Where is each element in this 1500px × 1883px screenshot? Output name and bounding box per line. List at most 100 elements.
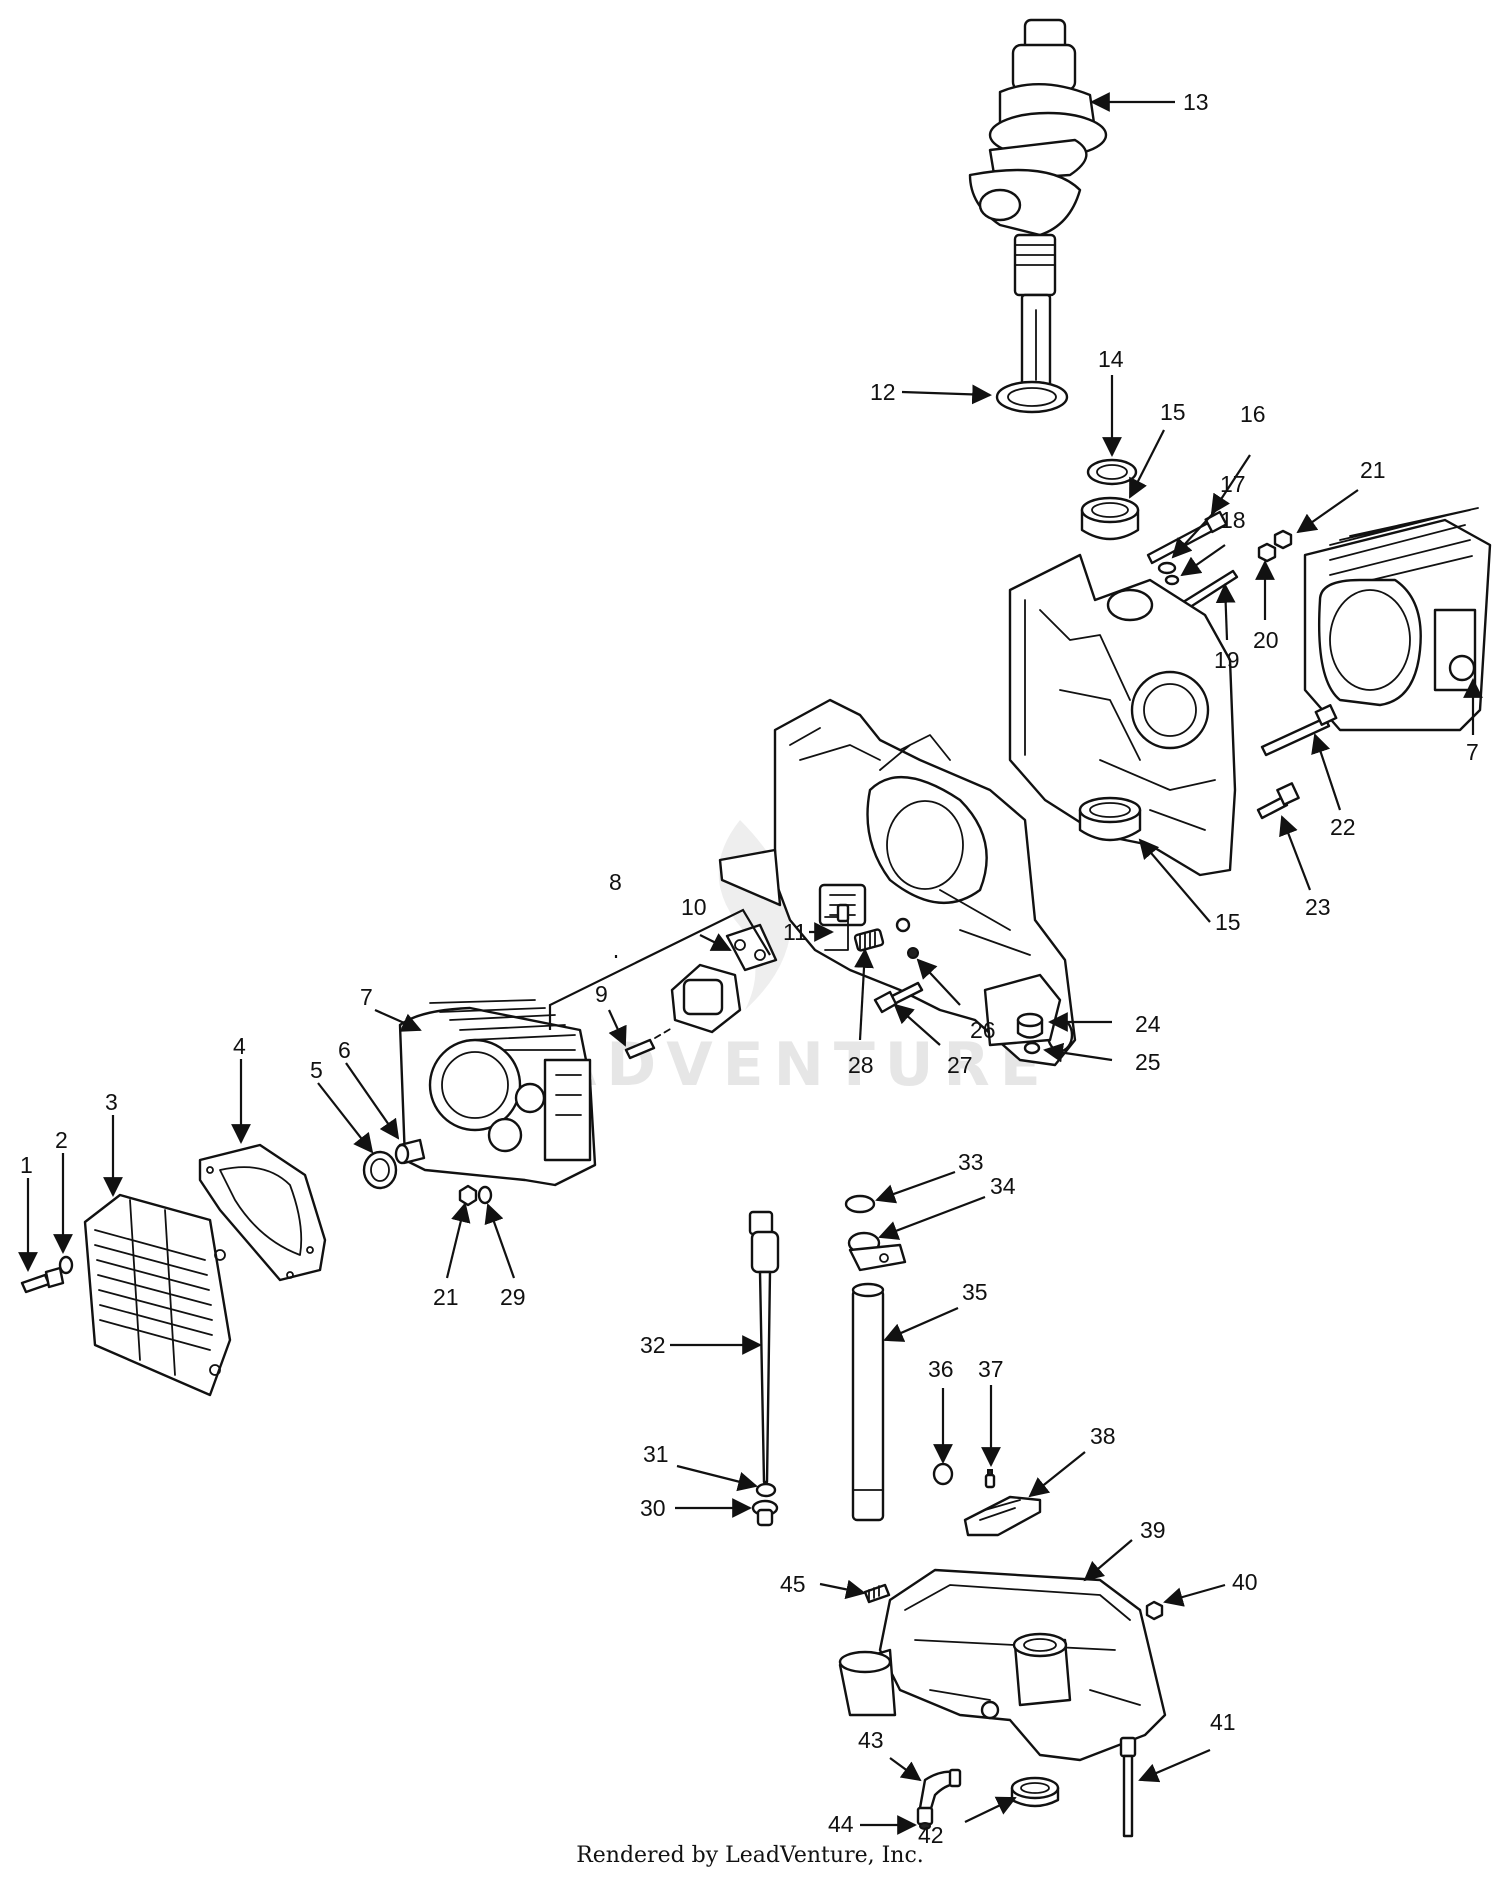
callout-10: 10	[681, 894, 707, 920]
part-10-gasket	[725, 923, 778, 972]
callout-2: 2	[55, 1127, 68, 1153]
callout-7-right: 7	[1466, 739, 1479, 765]
part-7-cylinder-right	[1303, 507, 1492, 732]
part-12-washer	[995, 380, 1069, 414]
part-23-bolt	[1256, 782, 1300, 820]
callout-19: 19	[1214, 647, 1240, 673]
part-24-cap	[1016, 1012, 1044, 1039]
part-5-ring	[362, 1150, 398, 1190]
callout-44: 44	[828, 1811, 854, 1837]
part-crankshaft	[968, 18, 1108, 392]
callout-15-top: 15	[1160, 399, 1186, 425]
callout-17: 17	[1220, 471, 1246, 497]
part-21-nut-left	[458, 1184, 478, 1207]
callout-34: 34	[990, 1173, 1016, 1199]
part-25-nut	[1023, 1041, 1041, 1055]
part-1-bolt	[20, 1266, 65, 1294]
part-40-plug	[1145, 1600, 1164, 1621]
callout-28: 28	[848, 1052, 874, 1078]
callout-16: 16	[1240, 401, 1266, 427]
part-9-screw	[624, 1027, 673, 1060]
callout-11: 11	[783, 919, 807, 945]
part-crankcase-rear	[1008, 553, 1237, 877]
callout-21-left: 21	[433, 1284, 459, 1310]
callout-35: 35	[962, 1279, 988, 1305]
part-15-bearing-top	[1080, 496, 1140, 541]
part-39-base	[838, 1568, 1167, 1762]
part-16-bolt	[1146, 510, 1228, 565]
callout-31: 31	[643, 1441, 669, 1467]
callout-45: 45	[780, 1571, 806, 1597]
callout-13: 13	[1183, 89, 1209, 115]
callout-37: 37	[978, 1356, 1004, 1382]
part-42-seal	[1010, 1776, 1060, 1808]
part-45-fitting	[863, 1583, 891, 1604]
callout-32: 32	[640, 1332, 666, 1358]
part-7-cylinder-left	[398, 999, 597, 1187]
callout-41: 41	[1210, 1709, 1236, 1735]
part-3-cylinder-head	[83, 1193, 232, 1397]
part-4-gasket	[198, 1143, 327, 1282]
callout-26: 26	[970, 1017, 996, 1043]
part-17-washer	[1157, 561, 1177, 575]
callout-24: 24	[1135, 1011, 1161, 1037]
part-26-plug	[907, 947, 919, 959]
callout-22: 22	[1330, 814, 1356, 840]
part-38-bracket	[963, 1495, 1042, 1537]
callout-8: 8	[609, 869, 622, 895]
callout-7-left: 7	[360, 984, 373, 1010]
part-30-plug	[751, 1499, 779, 1527]
callout-20: 20	[1253, 627, 1279, 653]
callout-33: 33	[958, 1149, 984, 1175]
part-37-pin	[984, 1469, 996, 1489]
callout-12: 12	[870, 379, 896, 405]
part-18-pin	[1164, 574, 1180, 586]
callout-labels: 1 2 3 4 5 6 7 8 9 10 11 12 13 14 15 16 1…	[20, 89, 1479, 1848]
part-15-bearing-lower	[1078, 796, 1142, 842]
part-11-bracket	[824, 903, 850, 951]
part-33-oring	[844, 1194, 876, 1214]
part-29-washer	[477, 1185, 493, 1205]
part-28-fitting	[853, 928, 885, 952]
part-35-tube	[851, 1282, 885, 1522]
callout-15-lower: 15	[1215, 909, 1241, 935]
part-36-nut	[932, 1462, 954, 1486]
callout-42: 42	[918, 1822, 944, 1848]
callout-27: 27	[947, 1052, 973, 1078]
callout-14: 14	[1098, 346, 1124, 372]
callout-21-top: 21	[1360, 457, 1386, 483]
leader-lines	[18, 92, 1483, 1835]
part-2-washer	[58, 1255, 74, 1275]
callout-40: 40	[1232, 1569, 1258, 1595]
part-breather-cover	[670, 963, 742, 1034]
part-32-dipstick	[748, 1210, 780, 1484]
part-21-nut-top	[1273, 529, 1293, 550]
part-44-fitting	[916, 1806, 934, 1830]
callout-30: 30	[640, 1495, 666, 1521]
callout-4: 4	[233, 1033, 246, 1059]
callout-5: 5	[310, 1057, 323, 1083]
callout-9: 9	[595, 981, 608, 1007]
callout-25: 25	[1135, 1049, 1161, 1075]
callout-39: 39	[1140, 1517, 1166, 1543]
watermark-text: ADVENTURE	[550, 1030, 1051, 1100]
part-6-pin	[394, 1138, 426, 1165]
part-22-bolt	[1260, 704, 1338, 757]
callout-38: 38	[1090, 1423, 1116, 1449]
callout-36: 36	[928, 1356, 954, 1382]
part-14-seal	[1086, 458, 1138, 486]
part-34-clamp	[847, 1231, 907, 1272]
callout-23: 23	[1305, 894, 1331, 920]
callout-6: 6	[338, 1037, 351, 1063]
part-20-nut	[1257, 542, 1277, 563]
callout-3: 3	[105, 1089, 118, 1115]
footer-credit: Rendered by LeadVenture, Inc.	[576, 1843, 924, 1868]
callout-1: 1	[20, 1152, 33, 1178]
part-31-oring	[755, 1482, 777, 1498]
part-43-elbow	[918, 1768, 962, 1814]
callout-43: 43	[858, 1727, 884, 1753]
callout-18: 18	[1220, 507, 1246, 533]
part-41-bolt	[1119, 1736, 1137, 1838]
callout-29: 29	[500, 1284, 526, 1310]
